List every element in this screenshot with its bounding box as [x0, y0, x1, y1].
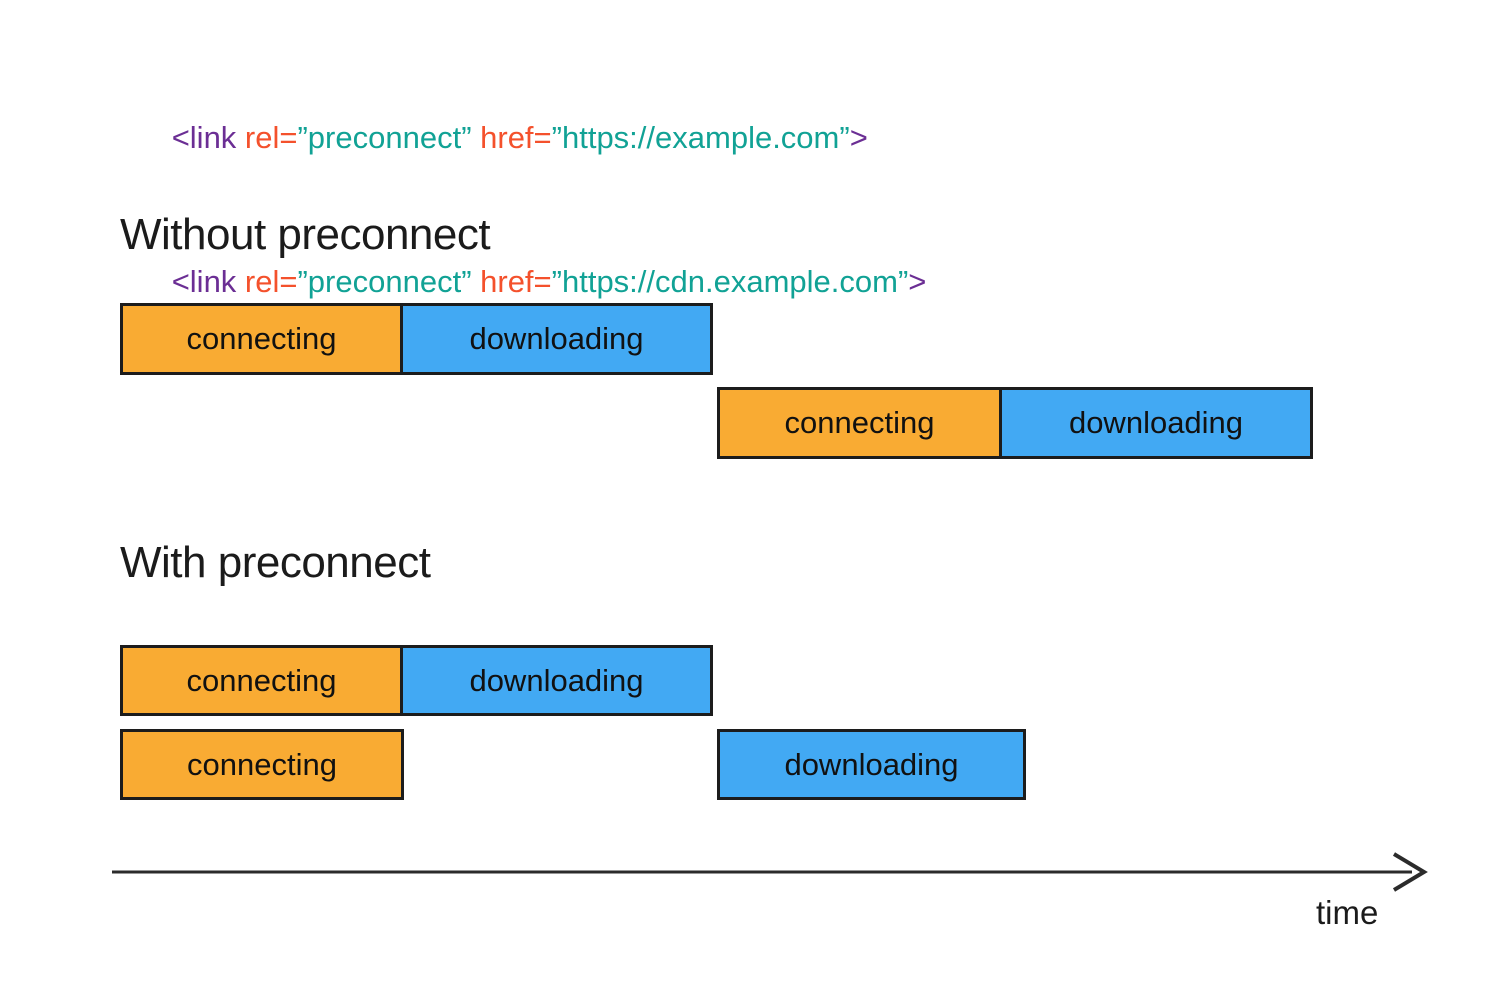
bar-row-without-resource1: connecting downloading	[120, 303, 713, 375]
code-token-rel-value: ”preconnect”	[297, 264, 481, 299]
code-token-href-attr: href=	[480, 264, 552, 299]
heading-with-preconnect: With preconnect	[120, 538, 431, 587]
preconnect-time-gap	[404, 729, 717, 800]
code-token-href-attr: href=	[480, 120, 552, 155]
connecting-segment: connecting	[120, 645, 403, 716]
code-token-rel-attr: rel=	[244, 120, 298, 155]
code-token-tag-close: >	[849, 120, 868, 155]
code-line-1: <link rel=”preconnect” href=”https://exa…	[120, 66, 926, 210]
downloading-segment: downloading	[717, 729, 1026, 800]
downloading-segment: downloading	[999, 387, 1313, 459]
code-block: <link rel=”preconnect” href=”https://exa…	[120, 66, 927, 354]
downloading-segment: downloading	[400, 645, 713, 716]
connecting-segment: connecting	[717, 387, 1002, 459]
time-axis-arrow-icon	[112, 852, 1428, 892]
code-token-href-value: ”https://cdn.example.com”	[551, 264, 909, 299]
connecting-segment: connecting	[120, 729, 404, 800]
code-token-href-value: ”https://example.com”	[551, 120, 850, 155]
code-token-tag-close: >	[908, 264, 927, 299]
code-token-tag-open: <link	[171, 120, 245, 155]
code-token-tag-open: <link	[171, 264, 245, 299]
code-token-rel-attr: rel=	[244, 264, 298, 299]
bar-row-with-resource2: connecting downloading	[120, 729, 1026, 800]
time-axis-label: time	[1316, 894, 1379, 931]
code-line-2: <link rel=”preconnect” href=”https://cdn…	[120, 210, 927, 354]
downloading-segment: downloading	[400, 303, 713, 375]
bar-row-with-resource1: connecting downloading	[120, 645, 713, 716]
heading-without-preconnect: Without preconnect	[120, 210, 491, 259]
code-token-rel-value: ”preconnect”	[297, 120, 481, 155]
connecting-segment: connecting	[120, 303, 403, 375]
bar-row-without-resource2: connecting downloading	[717, 387, 1313, 459]
